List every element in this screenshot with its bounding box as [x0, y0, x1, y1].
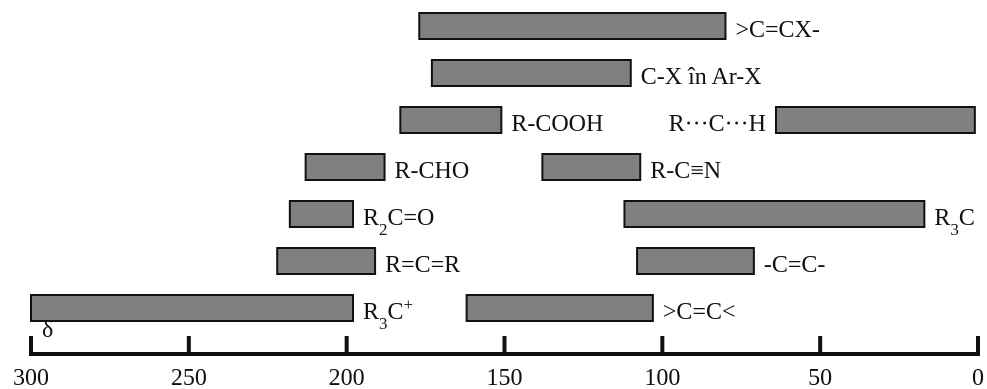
range-label-r3c: R3C: [934, 205, 975, 239]
x-axis-tick-label-0: 0: [972, 365, 984, 389]
range-bar-r-c-r: [276, 247, 377, 275]
x-axis-tick-label-100: 100: [644, 365, 680, 389]
range-labels-layer: >C=CX- C-X în Ar-X R-COOH R···C···H R-CHO R-C…: [363, 17, 975, 333]
x-axis-symbol: δ: [42, 317, 53, 343]
x-axis-tick-labels-layer: 300 250 200 150 100 50 0: [13, 365, 984, 389]
range-label-r3c: R3C+: [363, 295, 413, 333]
range-bar-r-cooh: [399, 106, 503, 134]
range-bar-c-c: [636, 247, 755, 275]
range-label-r-c-n: R-C≡N: [650, 158, 721, 184]
x-axis-tick-label-200: 200: [329, 365, 365, 389]
range-bar-c-x-i-n-ar-x: [430, 59, 632, 87]
x-axis-tick-label-250: 250: [171, 365, 207, 389]
range-bar-c-cx: [418, 12, 727, 40]
range-label-r-cho: R-CHO: [395, 158, 470, 184]
x-axis-ticks-layer: [29, 336, 980, 356]
x-axis-tick-label-50: 50: [808, 365, 832, 389]
range-label-r-c-h: R···C···H: [669, 111, 766, 137]
x-axis-tick-label-150: 150: [487, 365, 523, 389]
range-bar-r2c-o: [288, 200, 354, 228]
range-bar-r3c: [30, 294, 354, 322]
range-label-r-cooh: R-COOH: [511, 111, 603, 137]
range-label-r2c-o: R2C=O: [363, 205, 434, 239]
range-bar-r-c-h: [774, 106, 976, 134]
range-bar-r-c-n: [541, 153, 642, 181]
range-label-c-c: >C=C<: [663, 299, 736, 325]
range-label-c-x-i-n-ar-x: C-X în Ar-X: [641, 64, 762, 90]
range-bars-layer: [30, 12, 976, 322]
range-bar-r3c: [623, 200, 926, 228]
x-axis-tick-label-300: 300: [13, 365, 49, 389]
range-bar-r-cho: [304, 153, 386, 181]
range-label-c-cx: >C=CX-: [735, 17, 819, 43]
range-label-c-c: -C=C-: [764, 252, 826, 278]
range-label-r-c-r: R=C=R: [385, 252, 460, 278]
range-bar-c-c: [465, 294, 654, 322]
